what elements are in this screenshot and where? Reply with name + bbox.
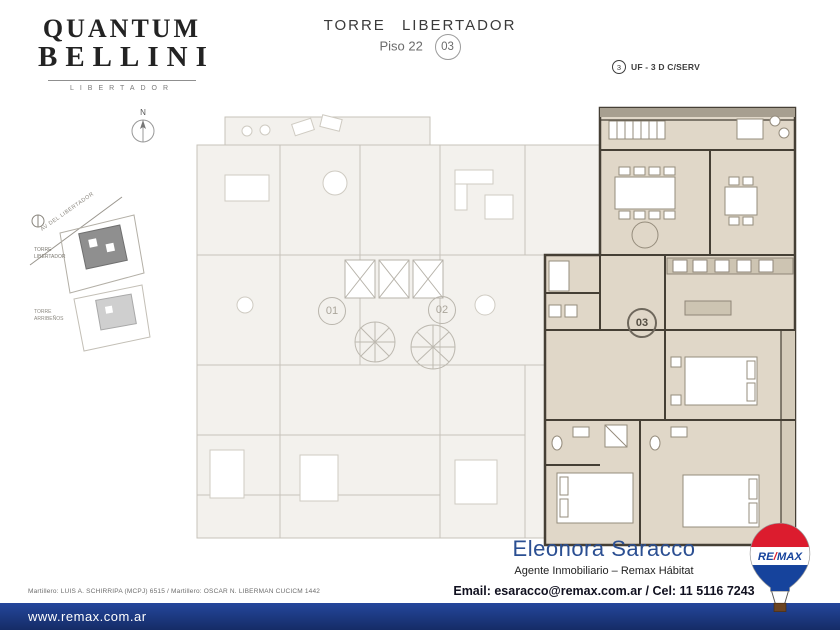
brand-sub-label: LIBERTADOR	[69, 85, 175, 92]
unit-3-kitchen-counters	[666, 257, 794, 316]
stairs	[354, 321, 456, 370]
agent-contact: Email: esaracco@remax.com.ar / Cel: 11 5…	[453, 584, 755, 598]
unit-legend: 3 UF - 3 D C/SERV	[612, 60, 700, 74]
unit-3-badge: 03	[627, 308, 657, 338]
brand-logo: QUANTUM BELLINI LIBERTADOR	[38, 14, 215, 92]
site-plan: AV DEL LIBERTADOR TORRE LIBERTADOR TORRE…	[29, 191, 151, 352]
tower2-label-line2: ARRIBEÑOS	[34, 315, 64, 322]
elevator-core	[344, 259, 444, 299]
siteplan-compass-icon	[31, 214, 45, 228]
compass-n-label: N	[140, 108, 146, 117]
tower2-label-line1: TORRE	[34, 309, 52, 315]
agent-info: Eleonora Saracco Agente Inmobiliario – R…	[448, 536, 760, 598]
floor-indicator: Piso 22 03	[290, 34, 550, 60]
page-title: TORRE LIBERTADOR	[323, 17, 517, 34]
remax-url: www.remax.com.ar	[28, 609, 147, 624]
tower1-label-line1: TORRE	[34, 247, 52, 253]
floor-plan	[196, 106, 797, 547]
agent-name: Eleonora Saracco	[512, 536, 696, 561]
legend-number-circle: 3	[612, 60, 626, 74]
north-compass-icon: N	[131, 108, 155, 143]
tower1-label-line2: LIBERTADOR	[34, 254, 66, 260]
unit-1-badge: 01	[318, 297, 346, 325]
balloon-basket	[773, 602, 787, 612]
brand-divider: LIBERTADOR	[48, 80, 196, 92]
unit-number-circle: 03	[434, 34, 461, 60]
tower-libertador-footprint	[78, 224, 128, 270]
unit-2-badge: 02	[428, 296, 456, 324]
bottom-bar: www.remax.com.ar	[0, 603, 840, 630]
floor-label: Piso 22	[379, 38, 423, 54]
street-line	[29, 196, 123, 266]
remax-balloon-logo: RE/MAX	[749, 522, 811, 612]
tower-arribenos-footprint	[95, 293, 137, 331]
legend-label: UF - 3 D C/SERV	[631, 62, 700, 72]
parcel-libertador	[59, 214, 145, 294]
remax-wordmark: RE/MAX	[758, 551, 804, 563]
unit-3-walls	[545, 119, 795, 545]
brand-name-bellini: BELLINI	[38, 41, 215, 73]
legal-text: Martillero: LUIS A. SCHIRRIPA (MCPJ) 651…	[28, 588, 321, 595]
brand-name-quantum: QUANTUM	[42, 14, 202, 43]
units-1-2-slab	[196, 116, 608, 539]
parcel-arribenos	[73, 284, 151, 352]
unit-3-furniture	[548, 115, 790, 528]
agent-role: Agente Inmobiliario – Remax Hábitat	[514, 565, 694, 577]
units-1-2-furniture	[209, 114, 514, 505]
